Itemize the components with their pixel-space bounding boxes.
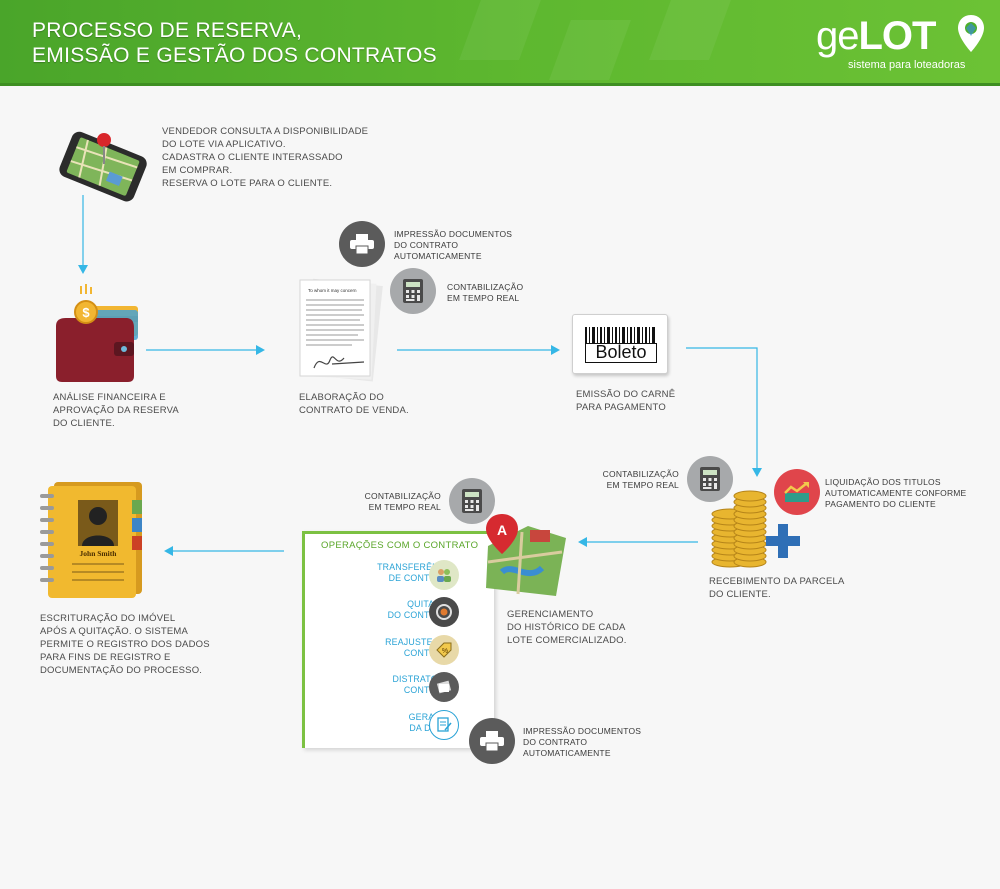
page-title: PROCESSO DE RESERVA, EMISSÃO E GESTÃO DO… [32, 18, 437, 68]
header-banner: PROCESSO DE RESERVA, EMISSÃO E GESTÃO DO… [0, 0, 1000, 86]
barcode-icon [585, 327, 655, 343]
card-name-text: John Smith [80, 549, 118, 558]
flow-arrow-right-2 [397, 345, 560, 355]
step-gerenciamento-text: GERENCIAMENTO DO HISTÓRICO DE CADA LOTE … [507, 609, 627, 646]
step-recebimento-text: RECEBIMENTO DA PARCELA DO CLIENTE. [709, 576, 845, 600]
operations-panel: OPERAÇÕES COM O CONTRATO TRANSFERÊNCIA D… [302, 531, 494, 748]
step-elaboracao-text: ELABORAÇÃO DO CONTRATO DE VENDA. [299, 392, 409, 416]
note-contab-right: CONTABILIZAÇÃO EM TEMPO REAL [602, 469, 679, 490]
contract-document-icon: To whom it may concern [299, 278, 383, 382]
svg-text:$: $ [82, 305, 90, 320]
flow-arrow-right-1 [146, 345, 265, 355]
form-edit-icon [429, 710, 459, 740]
step-analise-text: ANÁLISE FINANCEIRA E APROVAÇÃO DA RESERV… [53, 392, 179, 429]
note-contab-top: CONTABILIZAÇÃO EM TEMPO REAL [447, 282, 524, 303]
note-contab-mid: CONTABILIZAÇÃO EM TEMPO REAL [364, 491, 441, 512]
operations-title: OPERAÇÕES COM O CONTRATO [321, 540, 479, 551]
flow-arrow-left-1 [578, 537, 698, 547]
logo-wordmark: geLOT [816, 14, 936, 58]
op-transferencia[interactable]: TRANSFERÊNCIA DE CONTRATO [377, 562, 454, 583]
flow-arrow-elbow [686, 347, 762, 477]
note-liquidacao: LIQUIDAÇÃO DOS TITULOS AUTOMATICAMENTE C… [825, 477, 967, 509]
logo-subtitle: sistema para loteadoras [848, 59, 966, 71]
people-transfer-icon [429, 560, 459, 590]
seal-icon [429, 597, 459, 627]
smartphone-map-icon [59, 131, 147, 202]
svg-text:A: A [497, 522, 507, 538]
flow-arrow-left-2 [164, 546, 284, 556]
printer-icon [339, 221, 385, 267]
title-line-1: PROCESSO DE RESERVA, [32, 19, 303, 42]
flow-arrow-down [78, 195, 88, 274]
map-location-icon: A [486, 514, 566, 596]
note-impressao-top: IMPRESSÃO DOCUMENTOS DO CONTRATO AUTOMAT… [394, 229, 513, 261]
paper-heading-text: To whom it may concern [308, 288, 357, 293]
coins-stack-icon [711, 490, 800, 568]
step-escrituracao-text: ESCRITURAÇÃO DO IMÓVEL APÓS A QUITAÇÃO. … [40, 613, 210, 676]
step-consulta-text: VENDEDOR CONSULTA A DISPONIBILIDADE DO L… [162, 126, 369, 189]
map-pin-icon [958, 15, 984, 52]
liquidation-chart-icon [774, 469, 820, 515]
step-emissao-text: EMISSÃO DO CARNÊ PARA PAGAMENTO [576, 389, 676, 413]
boleto-icon: Boleto [572, 314, 668, 374]
calculator-icon [390, 268, 436, 314]
percent-tag-icon: % [429, 635, 459, 665]
svg-text:%: % [442, 648, 448, 655]
note-impressao-bottom: IMPRESSÃO DOCUMENTOS DO CONTRATO AUTOMAT… [523, 726, 642, 758]
boleto-label: Boleto [585, 343, 657, 363]
printer-icon [469, 718, 515, 764]
wallet-coin-icon: $ [56, 284, 138, 382]
title-line-2: EMISSÃO E GESTÃO DOS CONTRATOS [32, 44, 437, 67]
calculator-icon [449, 478, 495, 524]
address-book-icon: John Smith [40, 482, 142, 598]
gelot-logo: geLOT sistema para loteadoras [816, 12, 986, 74]
calculator-icon [687, 456, 733, 502]
document-stack-icon [429, 672, 459, 702]
